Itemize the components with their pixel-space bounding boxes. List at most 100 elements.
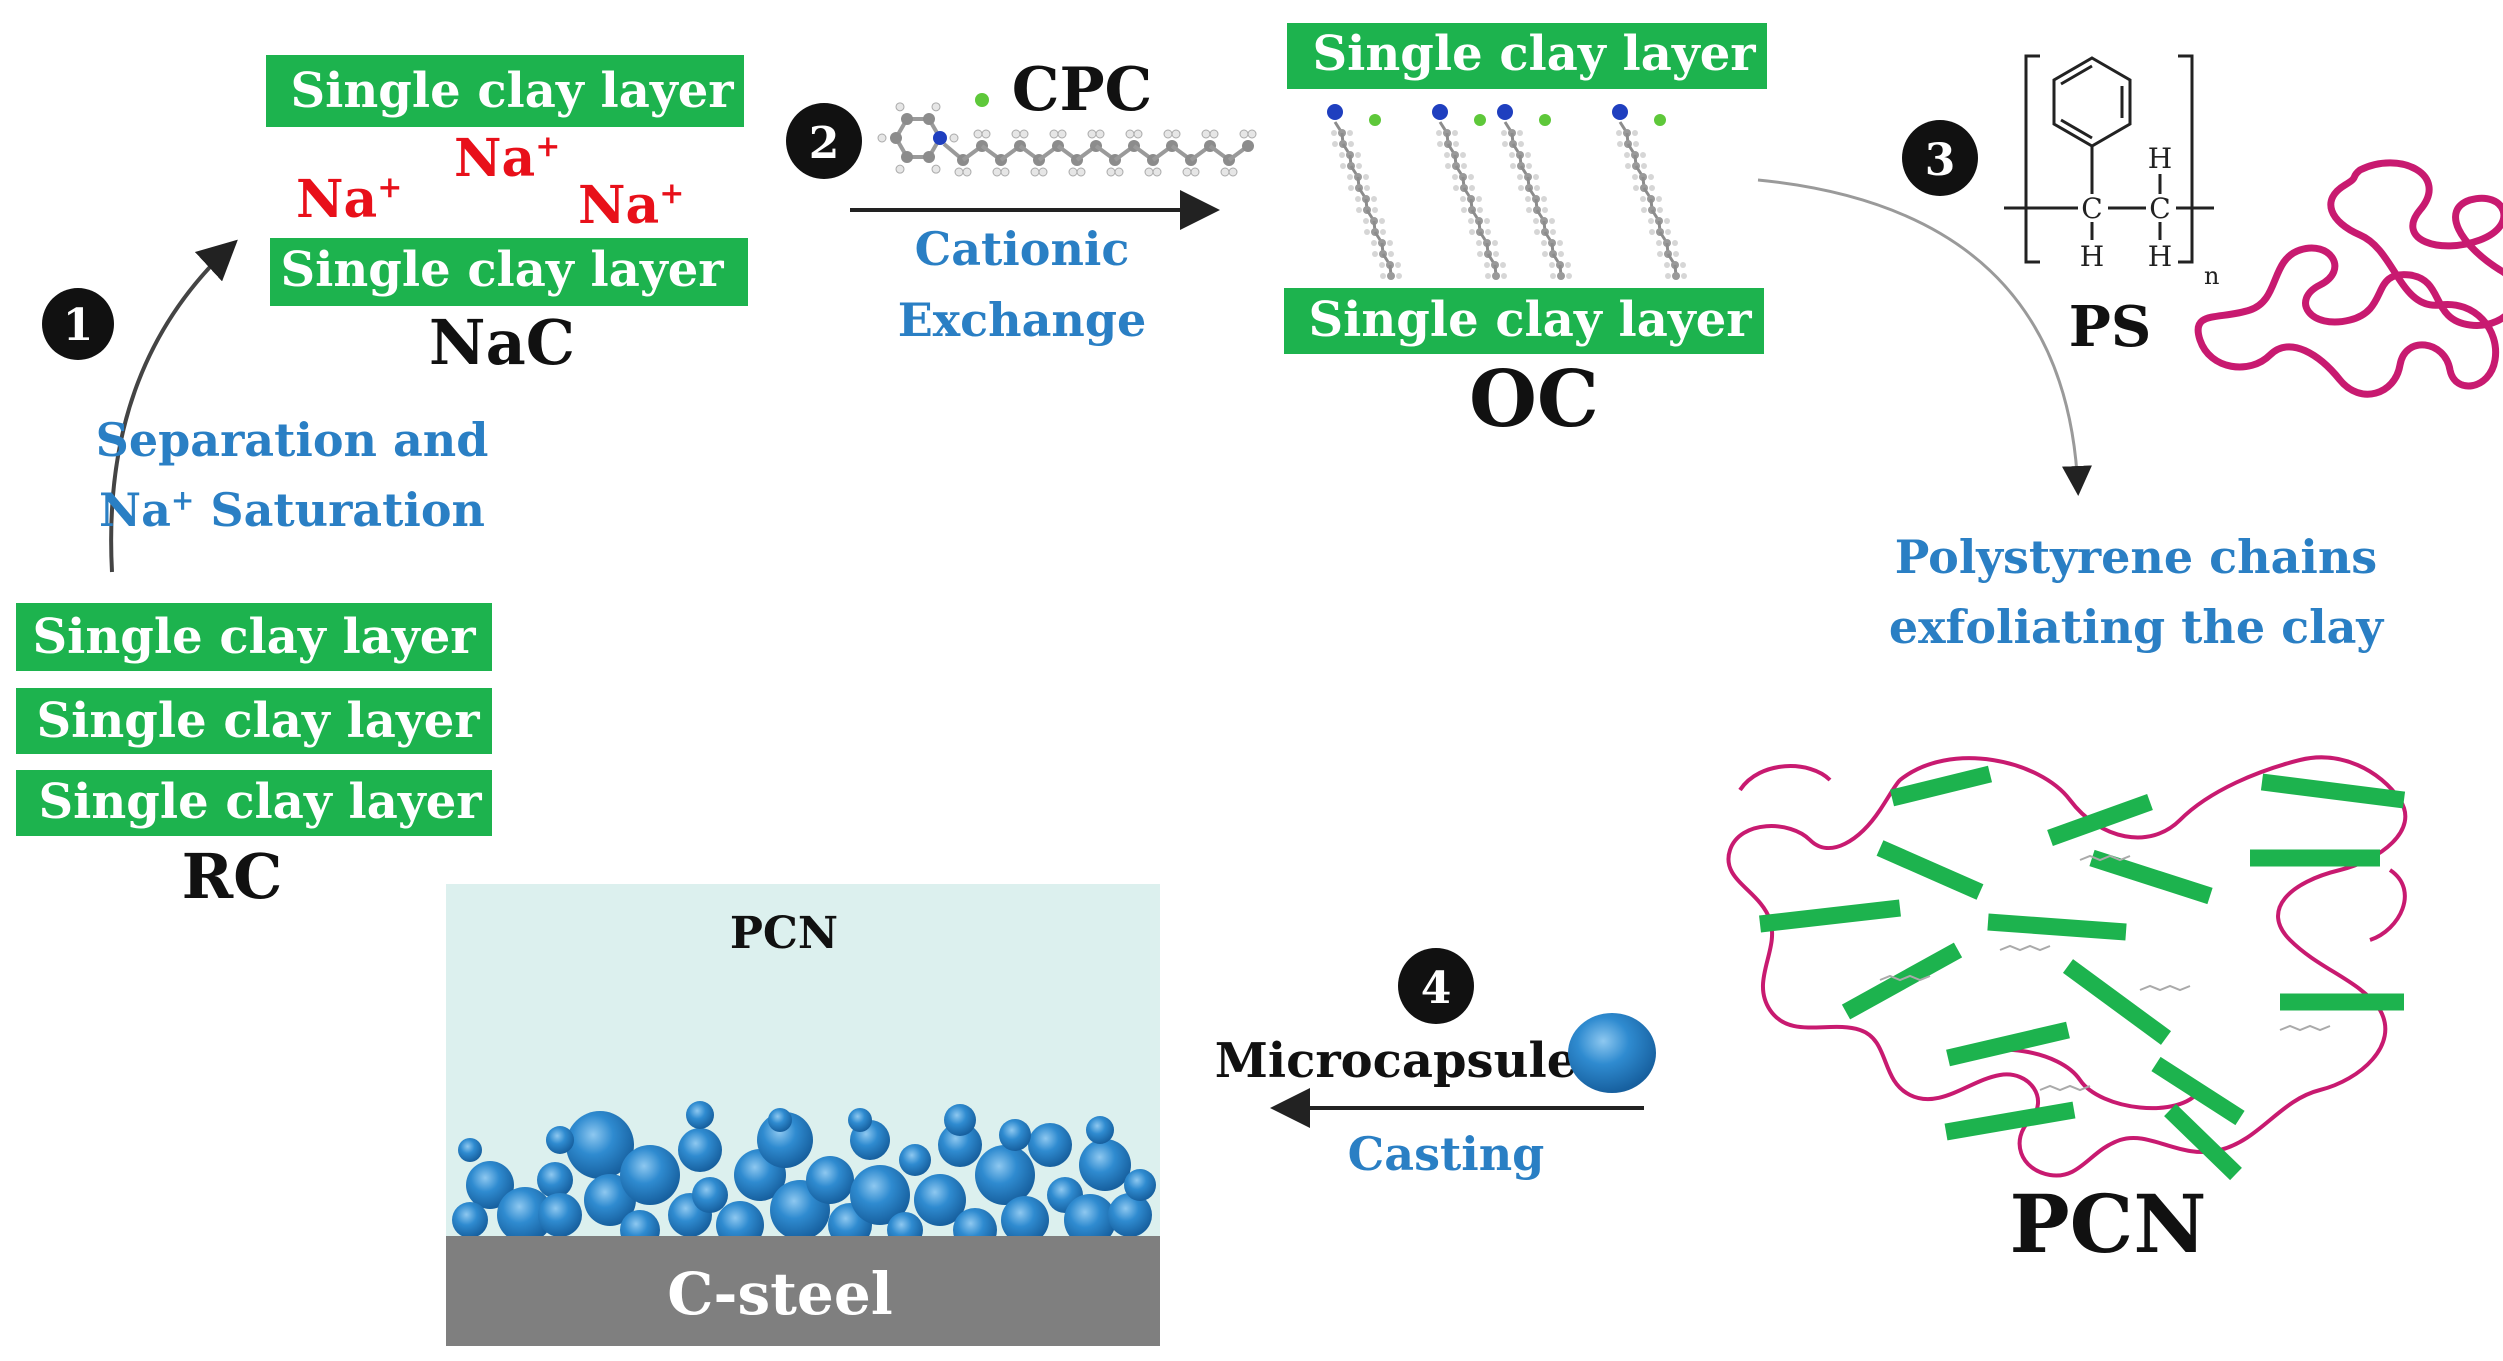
step-3-caption-line2: exfoliating the clay: [1889, 600, 2385, 654]
oc-chain-hydrogen: [1453, 185, 1459, 191]
oc-chain-hydrogen: [1656, 196, 1662, 202]
microcapsule: [537, 1162, 573, 1198]
oc-chain-hydrogen: [1664, 218, 1670, 224]
microcapsule: [975, 1145, 1035, 1205]
oc-label: OC: [1469, 354, 1599, 445]
clay-platelet: [1944, 1101, 2076, 1141]
cpc-hydrogen: [1125, 129, 1135, 139]
oc-chain-hydrogen: [1461, 207, 1467, 213]
step-2-caption-line2: Exchange: [898, 293, 1147, 347]
cpc-hydrogen: [1144, 167, 1154, 177]
cpc-hydrogen: [1038, 167, 1048, 177]
cpc-hydrogen: [1209, 129, 1219, 139]
cpc-hydrogen: [1011, 129, 1021, 139]
oc-layer-top-label: Single clay layer: [1312, 26, 1756, 82]
oc-chain-hydrogen: [1444, 152, 1450, 158]
microcapsule: [546, 1126, 574, 1154]
oc-chain-hydrogen: [1372, 207, 1378, 213]
oc-chain-hydrogen: [1541, 196, 1547, 202]
oc-chain-atom: [1672, 272, 1680, 280]
microcapsule: [1064, 1194, 1116, 1246]
oc-chain-hydrogen: [1484, 262, 1490, 268]
cpc-molecule: [877, 102, 1257, 177]
step-2: 2 CPC Cationic Exchange: [786, 55, 1257, 347]
oc-chain-hydrogen: [1665, 273, 1671, 279]
oc-chloride-ion: [1474, 114, 1486, 126]
oc-chain-hydrogen: [1534, 185, 1540, 191]
coating-cross-section: PCN C-steel: [446, 884, 1160, 1346]
sodium-ion-3: Na+: [578, 175, 684, 236]
clay-platelet: [1889, 765, 1993, 807]
oc-chain-hydrogen: [1517, 130, 1523, 136]
oc-chain-hydrogen: [1332, 141, 1338, 147]
exfoliated-surfactant: [2039, 1084, 2091, 1092]
oc-chain-hydrogen: [1484, 218, 1490, 224]
cpc-hydrogen: [1076, 167, 1086, 177]
pcn-dispersed-platelets: [1759, 765, 2406, 1181]
oc-chain-hydrogen: [1356, 163, 1362, 169]
oc-chain-hydrogen: [1469, 185, 1475, 191]
step-3: 3 Polystyrene chains exfoliating the cla…: [1757, 120, 2385, 654]
oc-chain-hydrogen: [1665, 229, 1671, 235]
oc-chain-hydrogen: [1493, 251, 1499, 257]
clay-platelet: [1946, 1021, 2070, 1067]
oc-chain-hydrogen: [1452, 130, 1458, 136]
polystyrene-coil: [2194, 159, 2503, 398]
benzene-double-3: [2060, 118, 2093, 140]
step-2-number: 2: [809, 118, 840, 169]
step-1-caption-line1: Separation and: [96, 413, 489, 467]
clay-platelet: [2047, 794, 2153, 846]
step-4-badge: [1398, 948, 1474, 1024]
oc-chain-hydrogen: [1396, 273, 1402, 279]
oc-chain-hydrogen: [1534, 229, 1540, 235]
clay-platelet: [2260, 773, 2406, 809]
oc-layer-bottom-label: Single clay layer: [1308, 292, 1752, 348]
rc-layer-3-label: Single clay layer: [38, 774, 482, 830]
oc-chain-hydrogen: [1566, 273, 1572, 279]
clay-platelet: [1876, 840, 1984, 900]
oc-chain-hydrogen: [1633, 141, 1639, 147]
cpc-hydrogen: [1133, 129, 1143, 139]
oc-chain-hydrogen: [1388, 251, 1394, 257]
oc-chain-hydrogen: [1380, 273, 1386, 279]
oc-chain-hydrogen: [1364, 229, 1370, 235]
oc-chain-hydrogen: [1525, 152, 1531, 158]
microcapsule-bed: [452, 1101, 1156, 1252]
oc-chain-hydrogen: [1558, 251, 1564, 257]
microcapsule: [944, 1104, 976, 1136]
cpc-ring-atom: [901, 112, 913, 125]
microcapsule: [806, 1156, 854, 1204]
oc-chain-hydrogen: [1485, 229, 1491, 235]
oc-chain-hydrogen: [1542, 207, 1548, 213]
oc-chloride-ion: [1539, 114, 1551, 126]
oc-chain-hydrogen: [1664, 262, 1670, 268]
clay-platelet: [1841, 942, 1963, 1020]
clay-platelet: [2089, 849, 2213, 905]
cpc-ring-atom: [923, 151, 935, 164]
microcapsule: [899, 1144, 931, 1176]
microcapsule: [848, 1108, 872, 1132]
microcapsule: [620, 1145, 680, 1205]
oc-chain-hydrogen: [1617, 141, 1623, 147]
step-1-number: 1: [63, 300, 94, 351]
microcapsule: [1086, 1116, 1114, 1144]
pcn-nanocomposite: PCN: [1726, 755, 2408, 1271]
oc-chain-hydrogen: [1526, 163, 1532, 169]
cpc-hydrogen: [973, 129, 983, 139]
oc-chain-hydrogen: [1640, 196, 1646, 202]
carbon-steel-substrate: [446, 1236, 1160, 1346]
oc-chain-hydrogen: [1468, 218, 1474, 224]
oc-chain-hydrogen: [1648, 174, 1654, 180]
formula-carbon-1: C: [2081, 192, 2102, 225]
coating-pcn-label: PCN: [730, 908, 838, 959]
cpc-hydrogen: [1152, 167, 1162, 177]
microcapsule: [914, 1174, 966, 1226]
microcapsule: [538, 1193, 582, 1237]
oc-chain-hydrogen: [1500, 262, 1506, 268]
oc-chain-hydrogen: [1355, 196, 1361, 202]
cpc-ring-atom: [933, 131, 947, 145]
polystyrene-formula: C C H H H n PS: [2004, 54, 2219, 360]
oc-chain-hydrogen: [1460, 152, 1466, 158]
oc-chain-hydrogen: [1502, 141, 1508, 147]
